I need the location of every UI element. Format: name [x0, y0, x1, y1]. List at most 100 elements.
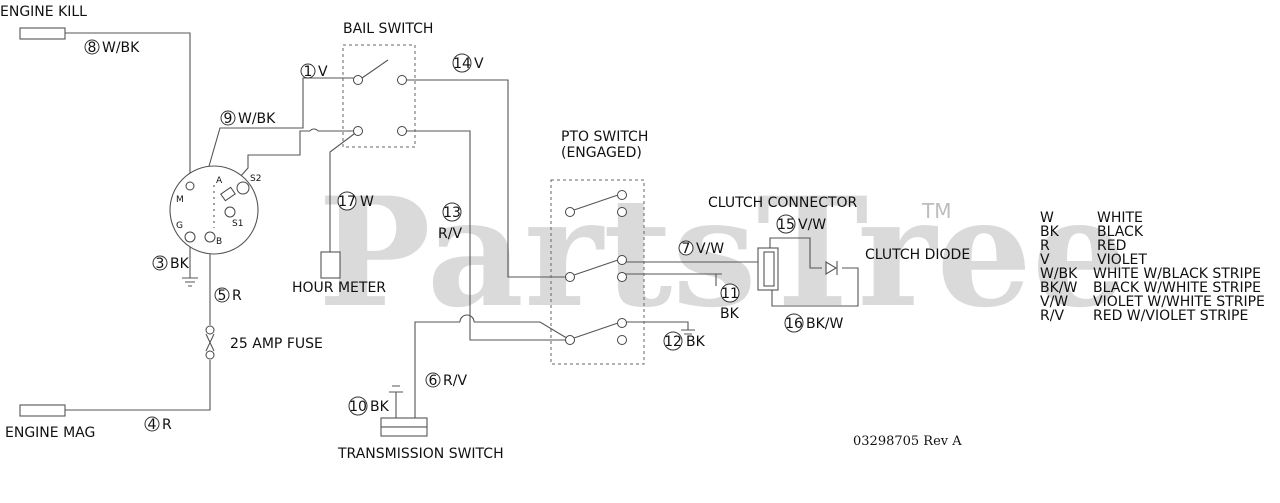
wires	[65, 32, 859, 418]
svg-text:BK: BK	[170, 256, 190, 272]
color-legend: W WHITE BK BLACK R RED V VIOLET W/BK WHI…	[1040, 210, 1265, 324]
wire-badge-1: 1 V	[300, 63, 328, 80]
svg-text:V: V	[474, 56, 484, 72]
bail-terminal-br	[397, 126, 407, 136]
pto-contact-3	[573, 322, 619, 339]
legend-code-2: R	[1040, 238, 1050, 254]
transmission-switch-bottom	[380, 426, 428, 437]
ignition-terminal-s1	[224, 206, 236, 218]
hour-meter-label: HOUR METER	[292, 280, 386, 296]
ignition-terminal-b	[204, 231, 216, 243]
svg-text:BK: BK	[686, 334, 706, 350]
engine-mag-label: ENGINE MAG	[5, 425, 95, 441]
wire-9	[229, 130, 310, 189]
bail-terminal-bl	[353, 126, 363, 136]
svg-text:8: 8	[88, 40, 97, 56]
wire-badge-17: 17 W	[337, 191, 374, 211]
legend-code-0: W	[1040, 210, 1054, 226]
wire-badge-14: 14 V	[452, 53, 484, 73]
ignition-switch: M A S2 S1 G B	[169, 165, 261, 255]
wire-badge-15: 15 V/W	[776, 214, 826, 234]
wire-15	[769, 237, 822, 269]
transmission-switch-label: TRANSMISSION SWITCH	[337, 446, 504, 462]
svg-text:6: 6	[429, 373, 438, 389]
wire-badge-5: 5 R	[214, 287, 242, 304]
svg-text:3: 3	[156, 256, 165, 272]
ignition-terminal-g	[184, 231, 196, 243]
fuse-element	[205, 333, 215, 352]
wire-badge-4: 4 R	[144, 416, 172, 433]
legend-code-3: V	[1040, 252, 1050, 268]
ignition-label-s1: S1	[232, 219, 243, 229]
ignition-terminal-m	[185, 181, 195, 191]
legend-desc-6: VIOLET W/WHITE STRIPE	[1093, 294, 1265, 310]
pto-switch-outline	[550, 179, 645, 365]
svg-text:12: 12	[664, 334, 682, 350]
svg-text:V/W: V/W	[696, 241, 724, 257]
svg-text:V: V	[318, 64, 328, 80]
legend-desc-2: RED	[1097, 238, 1126, 254]
pto-terminal-9	[617, 335, 627, 345]
pto-contact-2	[573, 259, 619, 276]
bail-terminal-tr	[397, 75, 407, 85]
svg-text:11: 11	[721, 286, 739, 302]
bail-switch-outline	[342, 44, 416, 148]
fuse-bottom	[205, 350, 215, 360]
part-number: 03298705 Rev A	[853, 434, 962, 449]
pto-terminal-7	[565, 335, 575, 345]
transmission-switch: TRANSMISSION SWITCH	[337, 417, 504, 462]
wire-6-hop	[459, 314, 475, 323]
pto-terminal-4	[565, 272, 575, 282]
watermark-tm: TM	[921, 199, 951, 223]
svg-text:V/W: V/W	[798, 217, 826, 233]
wire-13	[402, 130, 570, 341]
legend-code-6: V/W	[1040, 294, 1068, 310]
svg-text:4: 4	[148, 417, 157, 433]
ignition-label-s2: S2	[250, 174, 261, 184]
wire-badge-11: 11 BK	[720, 283, 740, 322]
legend-code-1: BK	[1040, 224, 1060, 240]
diode-symbol	[825, 261, 838, 275]
wire-6	[414, 321, 460, 418]
clutch-connector-label: CLUTCH CONNECTOR	[708, 195, 858, 211]
ignition-label-g: G	[176, 221, 183, 231]
svg-text:BK/W: BK/W	[806, 316, 844, 332]
wire-badge-12: 12 BK	[663, 331, 706, 351]
clutch-diode-label: CLUTCH DIODE	[865, 247, 970, 263]
engine-kill-label: ENGINE KILL	[0, 4, 87, 20]
pto-contact-1	[573, 194, 619, 211]
svg-text:R/V: R/V	[438, 226, 462, 242]
legend-desc-0: WHITE	[1097, 210, 1143, 226]
svg-text:W/BK: W/BK	[102, 40, 140, 56]
bail-terminal-tl	[353, 75, 363, 85]
legend-code-4: W/BK	[1040, 266, 1078, 282]
svg-text:R: R	[232, 288, 242, 304]
pto-switch-label-2: (ENGAGED)	[561, 145, 642, 161]
wire-badge-16: 16 BK/W	[784, 313, 844, 333]
svg-text:W/BK: W/BK	[238, 111, 276, 127]
hour-meter-body	[320, 251, 341, 279]
legend-desc-3: VIOLET	[1097, 252, 1147, 268]
wire-10	[389, 385, 403, 418]
svg-text:R: R	[162, 417, 172, 433]
wire-badge-8: 8 W/BK	[84, 39, 140, 56]
legend-desc-4: WHITE W/BLACK STRIPE	[1093, 266, 1261, 282]
svg-text:15: 15	[777, 217, 795, 233]
legend-code-7: R/V	[1040, 308, 1064, 324]
bail-switch-label: BAIL SWITCH	[343, 21, 433, 37]
pto-switch-label-1: PTO SWITCH	[561, 129, 648, 145]
svg-text:BK: BK	[370, 399, 390, 415]
svg-text:W: W	[360, 194, 374, 210]
svg-text:9: 9	[224, 111, 233, 127]
pto-terminal-3	[617, 207, 627, 217]
svg-text:BK: BK	[720, 306, 740, 322]
svg-text:1: 1	[304, 64, 313, 80]
pto-terminal-6	[617, 272, 627, 282]
watermark: PartsTree	[318, 165, 1127, 341]
svg-text:17: 17	[338, 194, 356, 210]
svg-text:10: 10	[349, 399, 367, 415]
pto-terminal-8	[617, 318, 627, 328]
wire-16	[771, 267, 859, 307]
wire-17	[329, 130, 359, 252]
ignition-label-b: B	[216, 237, 222, 247]
